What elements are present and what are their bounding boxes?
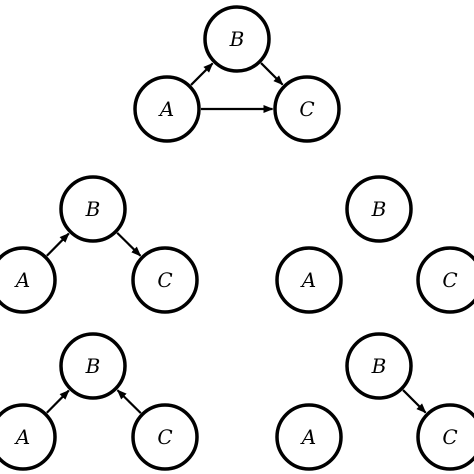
node-label: C bbox=[157, 268, 172, 292]
node-top-b: B bbox=[203, 5, 271, 73]
edge-bl-a-b bbox=[46, 389, 70, 414]
graph-middle-right: B A C bbox=[275, 175, 474, 314]
node-br-b: B bbox=[345, 332, 413, 400]
node-bl-c: C bbox=[131, 403, 199, 471]
node-label: A bbox=[158, 97, 174, 121]
node-bl-a: A bbox=[0, 403, 57, 471]
node-label: B bbox=[371, 354, 387, 378]
node-ml-c: C bbox=[131, 246, 199, 314]
graph-middle-left: B A C bbox=[0, 175, 199, 314]
node-label: A bbox=[14, 268, 30, 292]
node-label: C bbox=[299, 97, 314, 121]
node-top-a: A bbox=[133, 75, 201, 143]
node-br-a: A bbox=[275, 403, 343, 471]
node-ml-a: A bbox=[0, 246, 57, 314]
node-mr-a: A bbox=[275, 246, 343, 314]
graph-bottom-left: B A C bbox=[0, 332, 199, 471]
node-bl-b: B bbox=[59, 332, 127, 400]
edge-top-a-b bbox=[190, 62, 214, 86]
edge-top-b-c bbox=[260, 62, 284, 86]
node-top-c: C bbox=[273, 75, 341, 143]
node-label: C bbox=[442, 425, 457, 449]
node-label: A bbox=[300, 268, 316, 292]
edge-ml-b-c bbox=[116, 232, 142, 257]
node-label: A bbox=[300, 425, 316, 449]
graph-bottom-right: B A C bbox=[275, 332, 474, 471]
edge-br-b-c bbox=[402, 389, 427, 414]
node-ml-b: B bbox=[59, 175, 127, 243]
node-mr-c: C bbox=[416, 246, 474, 314]
node-label: B bbox=[85, 197, 101, 221]
node-label: B bbox=[229, 27, 245, 51]
node-label: B bbox=[371, 197, 387, 221]
node-label: C bbox=[157, 425, 172, 449]
graph-top: B A C bbox=[133, 5, 341, 143]
node-label: B bbox=[85, 354, 101, 378]
edge-bl-c-b bbox=[116, 389, 142, 414]
node-label: A bbox=[14, 425, 30, 449]
node-mr-b: B bbox=[345, 175, 413, 243]
node-label: C bbox=[442, 268, 457, 292]
node-br-c: C bbox=[416, 403, 474, 471]
edge-ml-a-b bbox=[46, 232, 70, 257]
